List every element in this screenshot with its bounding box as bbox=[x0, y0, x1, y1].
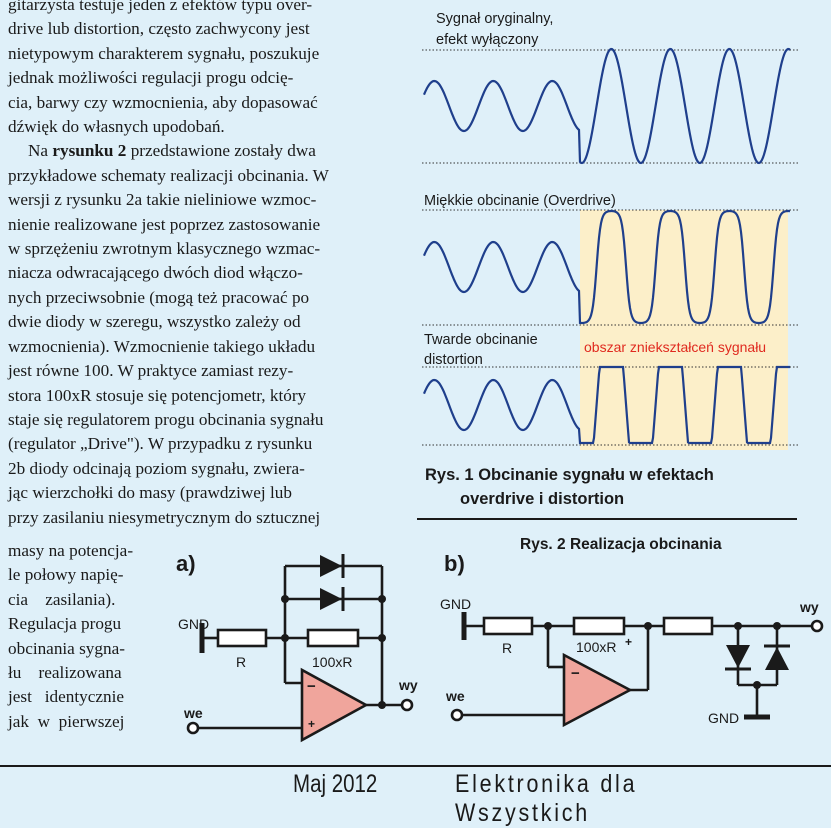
wave-hard-clipping bbox=[422, 365, 790, 445]
article-column-wrap: masy na potencja-le połowy napię-cia zas… bbox=[8, 539, 164, 734]
text-line: (regulator „Drive"). W przypadku z rysun… bbox=[8, 434, 313, 454]
input-label: we bbox=[445, 688, 465, 704]
figure-1-caption: Rys. 1 Obcinanie sygnału w efektach over… bbox=[425, 466, 714, 508]
magazine-name: Elektronika dla Wszystkich bbox=[455, 770, 638, 827]
text-line: jest identycznie bbox=[8, 687, 124, 707]
text-line: nych przeciwsobnie (mogą też pracować po bbox=[8, 287, 310, 307]
op-amp bbox=[562, 652, 633, 728]
text-line: staje się regulatorem progu obcinania sy… bbox=[8, 409, 324, 429]
input-label: we bbox=[183, 705, 203, 721]
text-line: przy zasilaniu niesymetrycznym do sztucz… bbox=[8, 507, 321, 527]
text-line: Regulacja progu bbox=[8, 614, 122, 634]
text-line: drive lub distortion, często zachwycony … bbox=[8, 19, 310, 39]
svg-text:+: + bbox=[308, 717, 315, 731]
figure-reference: rysunku 2 bbox=[52, 141, 127, 161]
output-terminal bbox=[400, 698, 414, 712]
paragraph-1: gitarzysta testuje jeden z efektów typu … bbox=[8, 0, 392, 139]
label-hard-line1: Twarde obcinanie bbox=[424, 332, 538, 348]
resistor-r-label: R bbox=[236, 654, 246, 670]
wave-soft-clipping bbox=[422, 209, 791, 325]
footer-divider bbox=[0, 765, 831, 767]
gnd-diodes-label: GND bbox=[708, 710, 739, 726]
text-line: jąc wierzchołki do masy (prawdziwej lub bbox=[8, 483, 292, 503]
op-amp bbox=[300, 667, 369, 743]
text-line: le połowy napię- bbox=[8, 565, 124, 585]
text-line: w sprzężeniu zwrotnym klasycznego wzmac- bbox=[8, 239, 321, 259]
output-label: wy bbox=[398, 677, 418, 693]
resistor-100xr-label: 100xR bbox=[312, 654, 352, 670]
label-hard-line2: distortion bbox=[424, 352, 483, 368]
text-line: wzmocnienia). Wzmocnienie takiego układu bbox=[8, 336, 316, 356]
resistor-r-label: R bbox=[502, 640, 512, 656]
resistor-100xr bbox=[572, 616, 626, 636]
figure-2a-schematic: a) − + GND R bbox=[176, 551, 418, 743]
resistor-r bbox=[482, 616, 534, 636]
issue-date: Maj 2012 bbox=[293, 770, 378, 798]
output-label: wy bbox=[799, 599, 819, 615]
text-line: cia, barwy czy wzmocnienia, aby dopasowa… bbox=[8, 92, 318, 112]
text-line: jednak możliwości regulacji progu odcię- bbox=[8, 68, 294, 88]
svg-text:+: + bbox=[625, 635, 632, 649]
resistor-100xr bbox=[306, 628, 360, 648]
label-soft-clipping: Miękkie obcinanie (Overdrive) bbox=[424, 193, 616, 209]
diode-up bbox=[764, 644, 790, 670]
text-line: nietypowym charakterem sygnału, poszukuj… bbox=[8, 43, 320, 63]
figure-2b-schematic: b) − + GND R 1 bbox=[440, 551, 824, 728]
text-line: nienie realizowane jest poprzez zastosow… bbox=[8, 214, 321, 234]
text-line: jest równe 100. W praktyce zamiast rezy- bbox=[8, 361, 294, 381]
caption-divider bbox=[417, 518, 797, 520]
wave-original bbox=[422, 47, 791, 165]
figure-2b-label: b) bbox=[444, 551, 465, 576]
figure-2-caption: Rys. 2 Realizacja obcinania bbox=[520, 536, 722, 553]
text-line: niacza odwracającego dwóch diod włączo- bbox=[8, 263, 303, 283]
text-line: dźwięk do własnych upodobań. bbox=[8, 117, 225, 137]
label-distortion-region: obszar zniekształceń sygnału bbox=[584, 339, 766, 355]
gnd-label: GND bbox=[440, 596, 471, 612]
svg-text:−: − bbox=[571, 665, 580, 682]
text-line: cia zasilania). bbox=[8, 589, 116, 609]
input-terminal bbox=[186, 721, 200, 735]
resistor-r bbox=[216, 628, 268, 648]
input-terminal bbox=[450, 708, 464, 722]
resistor-output bbox=[662, 616, 714, 636]
text-line: dwie diody w szeregu, wszystko zależy od bbox=[8, 312, 301, 332]
text-line: stora 100xR stosuje się potencjometr, kt… bbox=[8, 385, 307, 405]
diode-forward bbox=[320, 554, 345, 578]
text-line: obcinania sygna- bbox=[8, 638, 125, 658]
text-line: 2b diody odcinają poziom sygnału, zwiera… bbox=[8, 458, 305, 478]
svg-text:−: − bbox=[307, 678, 316, 695]
gnd-label: GND bbox=[178, 616, 209, 632]
label-original-line2: efekt wyłączony bbox=[436, 32, 539, 48]
diode-down bbox=[725, 645, 751, 671]
diode-reverse bbox=[320, 587, 345, 611]
text-line: przykładowe schematy realizacji obcinani… bbox=[8, 165, 329, 185]
text-line: łu realizowana bbox=[8, 663, 122, 683]
figure-1-waveforms: Sygnał oryginalny, efekt wyłączony Miękk… bbox=[422, 11, 798, 450]
text-line: jak w pierwszej bbox=[8, 711, 125, 731]
figure-2a-label: a) bbox=[176, 551, 196, 576]
text-line: wersji z rysunku 2a takie nieliniowe wzm… bbox=[8, 190, 317, 210]
text-line: gitarzysta testuje jeden z efektów typu … bbox=[8, 0, 313, 14]
article-column: gitarzysta testuje jeden z efektów typu … bbox=[8, 0, 392, 530]
label-original-line1: Sygnał oryginalny, bbox=[436, 11, 553, 27]
resistor-100xr-label: 100xR bbox=[576, 639, 616, 655]
text-line: masy na potencja- bbox=[8, 541, 134, 560]
output-terminal bbox=[810, 619, 824, 633]
